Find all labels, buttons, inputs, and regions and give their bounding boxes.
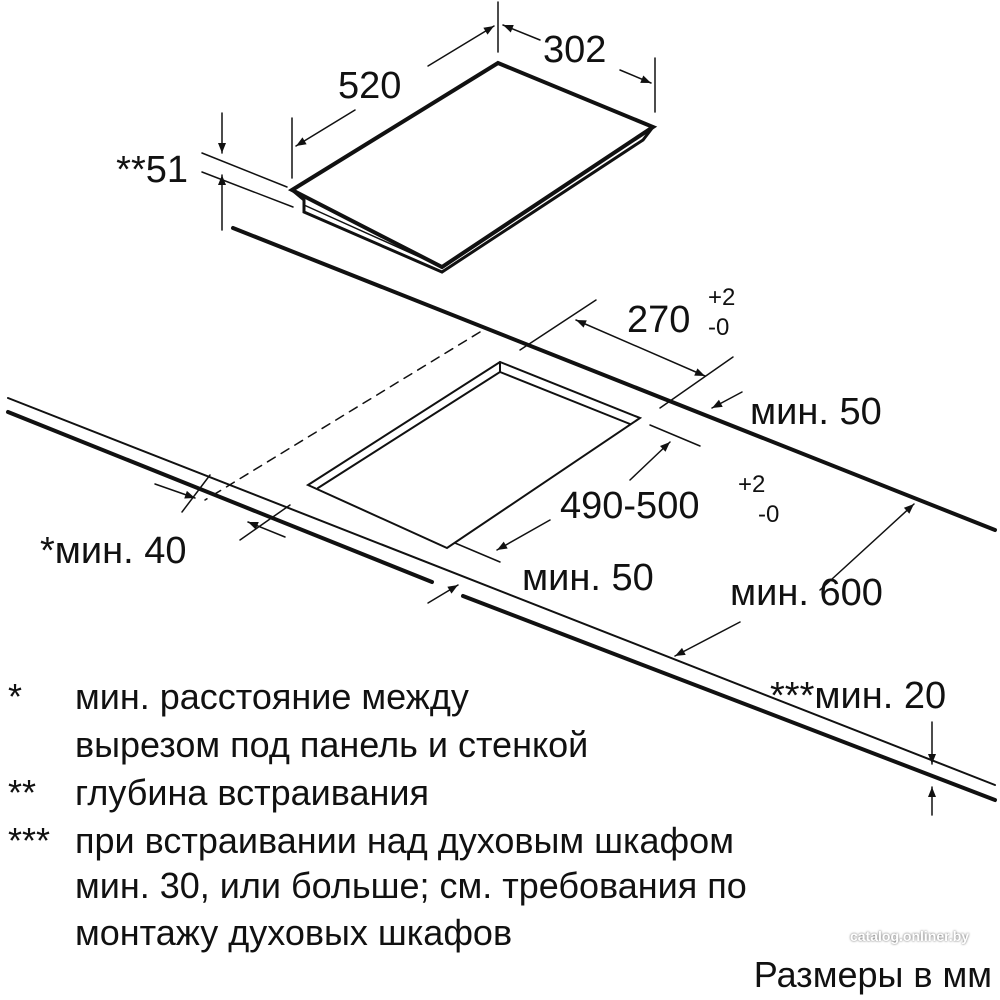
dim-cutout-depth-tol-plus: +2 [738, 471, 765, 498]
watermark: catalog.onliner.by [850, 928, 970, 944]
footnote-mark: * [8, 676, 23, 717]
dim-front-min: мин. 50 [522, 557, 654, 599]
footnote-line: вырезом под панель и стенкой [75, 724, 589, 765]
footnote-line: мин. 30, или больше; см. требования по [75, 865, 747, 906]
hob-drawing [287, 60, 658, 274]
dim-cutout-depth: 490-500 [560, 485, 699, 527]
footnote-line: мин. расстояние между [75, 676, 469, 717]
dim-oven-min: ***мин. 20 [770, 675, 946, 717]
dim-cutout-width-tol-minus: -0 [708, 314, 729, 341]
dim-counter-min: мин. 600 [730, 572, 883, 614]
cutout-drawing [305, 360, 643, 550]
footnote-line: при встраивании над духовым шкафом [75, 820, 734, 861]
footnote-mark: *** [8, 820, 51, 861]
dim-embed-depth: **51 [116, 149, 188, 191]
dim-cutout-depth-tol-minus: -0 [758, 501, 779, 528]
dim-cutout-width-tol-plus: +2 [708, 284, 735, 311]
dim-wall-min: *мин. 40 [40, 530, 187, 572]
footnote-mark: ** [8, 772, 37, 813]
dim-hob-width: 302 [543, 29, 606, 71]
footnote-line: глубина встраивания [75, 772, 429, 813]
units-label: Размеры в мм [753, 954, 992, 995]
footnote-line: монтажу духовых шкафов [75, 912, 513, 953]
dim-back-min: мин. 50 [750, 391, 882, 433]
dim-hob-depth: 520 [338, 65, 401, 107]
dim-cutout-width: 270 [627, 299, 690, 341]
